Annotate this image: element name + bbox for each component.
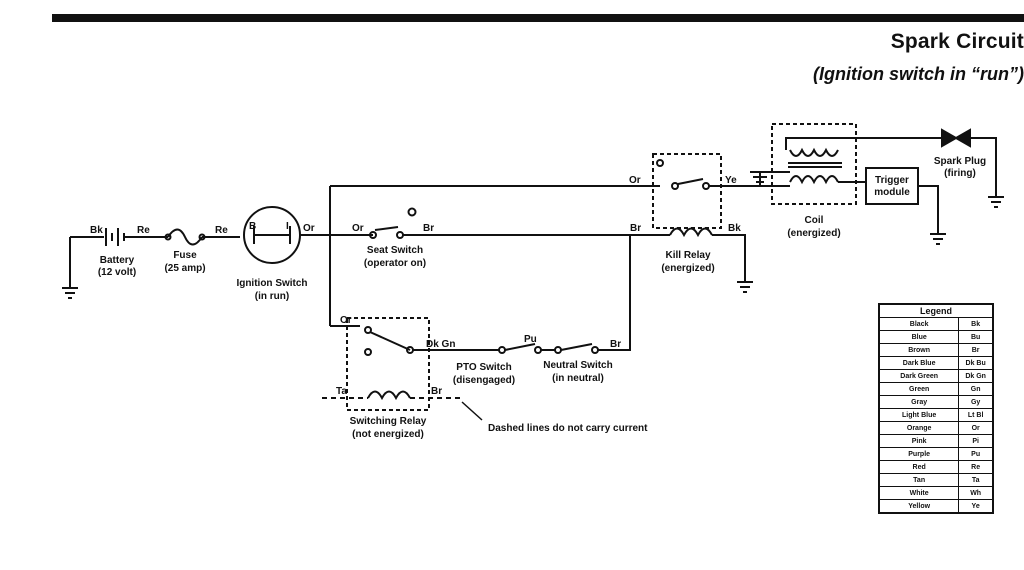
legend-color: Yellow bbox=[878, 499, 960, 514]
wire-label-or-kill: Or bbox=[629, 175, 641, 186]
legend-color: Purple bbox=[878, 447, 960, 461]
legend-color: Pink bbox=[878, 434, 960, 448]
fuse-detail: (25 amp) bbox=[164, 263, 205, 274]
legend-code: Dk Gn bbox=[958, 369, 994, 383]
legend-color: Orange bbox=[878, 421, 960, 435]
legend-code: Gy bbox=[958, 395, 994, 409]
legend-color: Black bbox=[878, 317, 960, 331]
ignition-switch-name: Ignition Switch bbox=[236, 278, 307, 289]
ignition-switch-detail: (in run) bbox=[255, 291, 289, 302]
legend-color: Tan bbox=[878, 473, 960, 487]
legend-code: Dk Bu bbox=[958, 356, 994, 370]
legend-code: Wh bbox=[958, 486, 994, 500]
switching-relay-name: Switching Relay bbox=[350, 416, 427, 427]
legend-code: Ta bbox=[958, 473, 994, 487]
trigger-module-line2: module bbox=[874, 187, 910, 198]
wire-label-dkgn-relay: Dk Gn bbox=[426, 339, 455, 350]
wire-label-br-kill: Br bbox=[630, 223, 641, 234]
wire-label-bk-kill: Bk bbox=[728, 223, 741, 234]
legend-code: Re bbox=[958, 460, 994, 474]
seat-switch-name: Seat Switch bbox=[367, 245, 423, 256]
legend-color: White bbox=[878, 486, 960, 500]
legend-code: Pi bbox=[958, 434, 994, 448]
wire-label-bk-battery: Bk bbox=[90, 225, 103, 236]
dashed-lines-note: Dashed lines do not carry current bbox=[488, 423, 648, 434]
wire-label-ta-relay: Ta bbox=[336, 386, 347, 397]
wire-label-br-relay: Br bbox=[431, 386, 442, 397]
wire-label-re-fuse: Re bbox=[215, 225, 228, 236]
wire-label-ign-i: I bbox=[286, 221, 289, 232]
switching-relay-detail: (not energized) bbox=[352, 429, 424, 440]
spark-plug-detail: (firing) bbox=[944, 168, 976, 179]
wire-label-br-neutral: Br bbox=[610, 339, 621, 350]
legend-code: Br bbox=[958, 343, 994, 357]
wire-label-or-seat: Or bbox=[352, 223, 364, 234]
trigger-module-line1: Trigger bbox=[875, 175, 909, 186]
wire-label-ye-kill: Ye bbox=[725, 175, 737, 186]
legend-color: Blue bbox=[878, 330, 960, 344]
wire-label-br-seat: Br bbox=[423, 223, 434, 234]
coil-detail: (energized) bbox=[787, 228, 840, 239]
legend-code: Ye bbox=[958, 499, 994, 514]
page-subtitle: (Ignition switch in “run”) bbox=[813, 64, 1024, 84]
seat-switch-detail: (operator on) bbox=[364, 258, 426, 269]
legend-color: Brown bbox=[878, 343, 960, 357]
neutral-switch-detail: (in neutral) bbox=[552, 373, 604, 384]
neutral-switch-name: Neutral Switch bbox=[543, 360, 612, 371]
legend-color: Gray bbox=[878, 395, 960, 409]
legend-code: Lt Bl bbox=[958, 408, 994, 422]
kill-relay-detail: (energized) bbox=[661, 263, 714, 274]
battery-name: Battery bbox=[100, 255, 135, 266]
legend-color: Dark Blue bbox=[878, 356, 960, 370]
page-title: Spark Circuit bbox=[890, 30, 1024, 53]
wire-label-pu-pto: Pu bbox=[524, 334, 537, 345]
legend-code: Or bbox=[958, 421, 994, 435]
spark-plug-name: Spark Plug bbox=[934, 156, 986, 167]
pto-switch-name: PTO Switch bbox=[456, 362, 511, 373]
wire-label-or-relay: Or bbox=[340, 315, 352, 326]
wire-label-ign-b: B bbox=[249, 221, 256, 232]
legend-code: Bu bbox=[958, 330, 994, 344]
legend-code: Gn bbox=[958, 382, 994, 396]
legend-color: Red bbox=[878, 460, 960, 474]
battery-detail: (12 volt) bbox=[98, 267, 136, 278]
legend-color: Green bbox=[878, 382, 960, 396]
legend-title: Legend bbox=[878, 303, 994, 318]
header-rule bbox=[52, 14, 1024, 22]
legend-color: Light Blue bbox=[878, 408, 960, 422]
kill-relay-name: Kill Relay bbox=[665, 250, 710, 261]
pto-switch-detail: (disengaged) bbox=[453, 375, 515, 386]
wire-label-or-ign: Or bbox=[303, 223, 315, 234]
wire-label-re-battery: Re bbox=[137, 225, 150, 236]
legend-code: Pu bbox=[958, 447, 994, 461]
legend-color: Dark Green bbox=[878, 369, 960, 383]
fuse-name: Fuse bbox=[173, 250, 197, 261]
legend-code: Bk bbox=[958, 317, 994, 331]
coil-name: Coil bbox=[805, 215, 824, 226]
